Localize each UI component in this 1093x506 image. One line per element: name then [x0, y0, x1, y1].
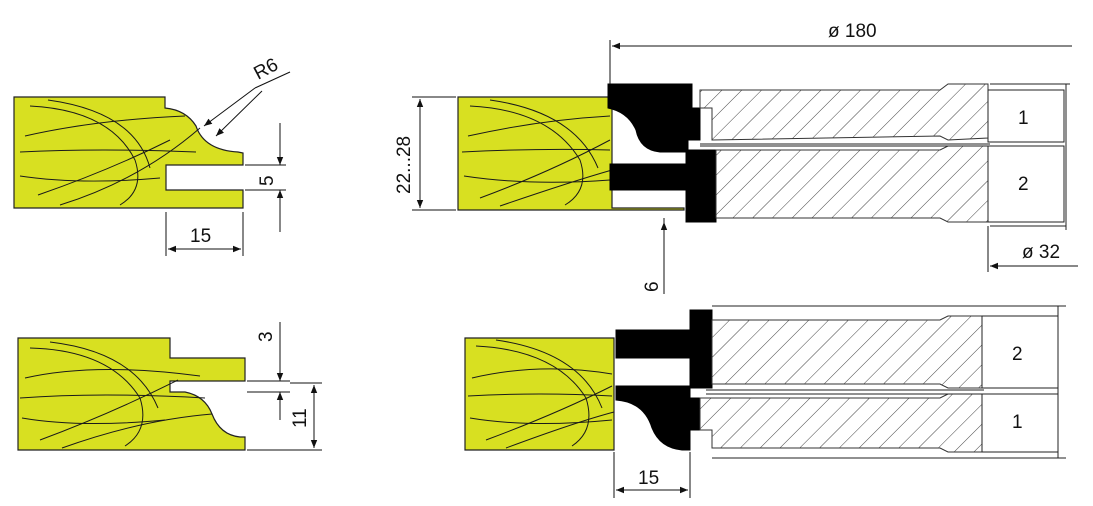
tool-body-2-top — [715, 145, 989, 223]
cutter-1-profile-bottom — [615, 385, 701, 451]
assembly-top: 1 2 — [457, 83, 1070, 230]
wood-grain-top-left — [19, 99, 201, 206]
knife-block-2-top — [987, 145, 1065, 223]
wood-profile-bottom-left — [17, 337, 246, 451]
dim-3: 3 — [247, 322, 290, 420]
diameter-outer-label: ø 180 — [828, 21, 877, 42]
groove-depth-label-top: 5 — [257, 175, 278, 186]
knife-2-label-top: 2 — [1018, 174, 1029, 195]
tool-body-1-bottom — [699, 393, 983, 453]
dim-11: 11 — [247, 382, 322, 451]
knife-1-label-top: 1 — [1018, 108, 1029, 129]
assembly-bottom: 2 1 — [464, 305, 1066, 459]
tool-body-2-bottom — [711, 315, 983, 389]
offset-15-label-bottom: 15 — [638, 468, 659, 489]
radius-label: R6 — [250, 54, 281, 84]
cutter-2-groover-bottom — [615, 309, 713, 389]
dim-thickness: 22...28 — [394, 96, 456, 211]
dim-5: 5 — [245, 123, 286, 232]
knife-1-label-bottom: 1 — [1012, 412, 1023, 433]
workpiece-top-left — [13, 96, 244, 209]
groove-offset-label-top: 15 — [190, 226, 211, 247]
dim-15-top: 15 — [165, 212, 244, 256]
knife-2-label-bottom: 2 — [1012, 344, 1023, 365]
wood-grain-bottom-right — [467, 339, 615, 449]
cutter-1-profile-top — [607, 83, 701, 153]
knife-block-1-top — [987, 89, 1065, 143]
dim-diameter-32: ø 32 — [987, 226, 1078, 272]
cutter-2-groover-top — [609, 149, 717, 223]
dim-15-bottom: 15 — [613, 452, 691, 498]
dim-r6: R6 — [203, 54, 291, 137]
groove-width-label-bottom: 3 — [256, 331, 277, 342]
step-6-label: 6 — [642, 281, 663, 292]
thickness-range-label: 22...28 — [394, 136, 415, 194]
step-11-label: 11 — [290, 408, 311, 428]
wood-grain-bottom-left — [19, 341, 213, 449]
dim-diameter-180: ø 180 — [609, 21, 1072, 84]
bore-diameter-label: ø 32 — [1022, 242, 1060, 263]
workpiece-bottom-left — [17, 337, 246, 451]
dim-6: 6 — [642, 218, 668, 294]
tool-body-1-top — [699, 83, 989, 141]
wood-grain-top-right — [461, 99, 613, 207]
